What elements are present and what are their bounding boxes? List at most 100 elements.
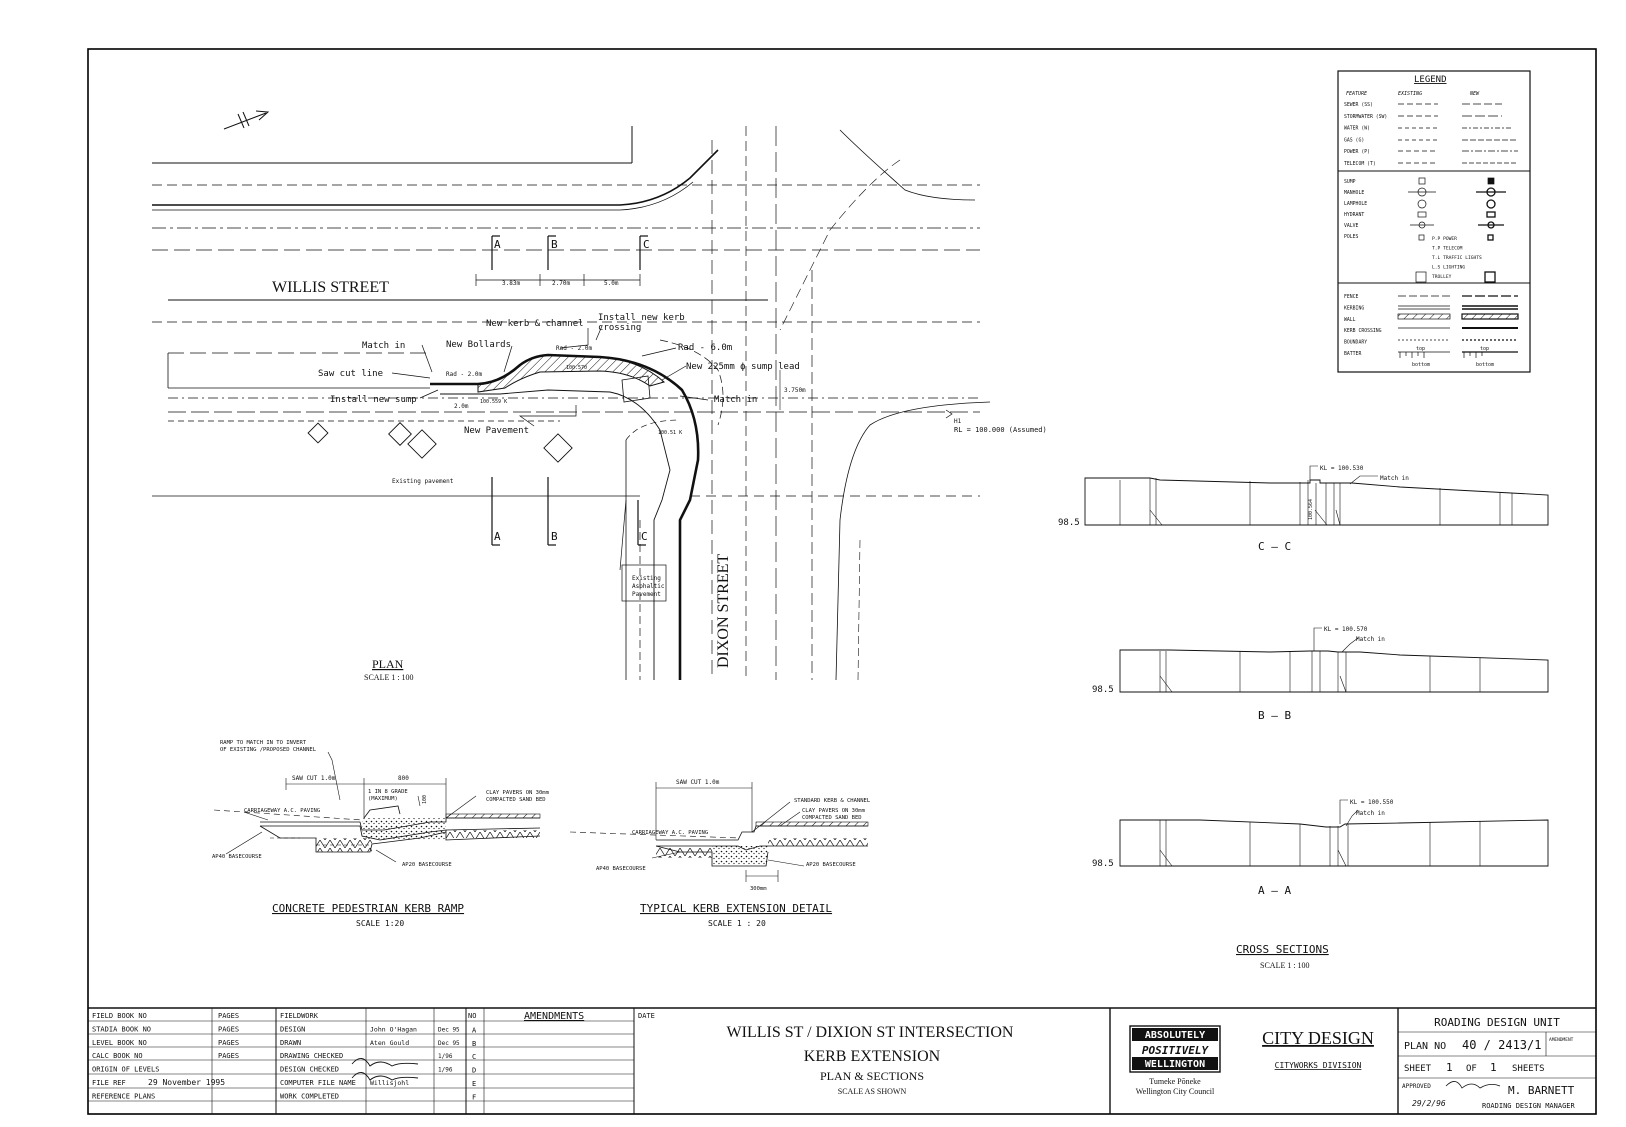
- level-100-559: 100.559 K: [480, 399, 507, 405]
- legend-pole-label: L.S LIGHTING: [1432, 265, 1465, 271]
- ramp-saw-cut: SAW CUT 1.0m: [292, 775, 336, 782]
- dim-2-0: 2.0m: [454, 403, 469, 410]
- legend-pole-label: TROLLEY: [1432, 274, 1452, 280]
- ramp-ap40: AP40 BASECOURSE: [212, 854, 262, 860]
- legend-col-feature: FEATURE: [1346, 91, 1367, 97]
- match-in-label: Match in: [362, 341, 405, 351]
- sheet-label: SHEET: [1404, 1064, 1432, 1074]
- approved-label: APPROVED: [1402, 1083, 1431, 1090]
- legend-line-label: WALL: [1344, 317, 1356, 323]
- saw-cut-label: Saw cut line: [318, 369, 383, 379]
- logo-positively: POSITIVELY: [1142, 1044, 1210, 1057]
- section-marker-b-top: B: [551, 238, 558, 251]
- ref-row-label: STADIA BOOK NO: [92, 1025, 151, 1033]
- legend-col-existing: EXISTING: [1398, 91, 1422, 97]
- section-marker-b-bottom: B: [551, 530, 558, 543]
- amend-row-letter: B: [472, 1040, 476, 1048]
- ramp-grade-2: (MAXIMUM): [368, 796, 398, 802]
- work-row-label: DRAWN: [280, 1039, 301, 1047]
- kerb-ap20: AP20 BASECOURSE: [806, 862, 856, 868]
- sheet-total: 1: [1490, 1061, 1497, 1074]
- ref-row-label: CALC BOOK NO: [92, 1052, 143, 1060]
- work-row-label: COMPUTER FILE NAME: [280, 1079, 356, 1087]
- kerb-saw-cut: SAW CUT 1.0m: [676, 779, 720, 786]
- section-aa-title: A — A: [1258, 884, 1291, 897]
- approved-date: 29/2/96: [1412, 1099, 1446, 1108]
- ramp-pavers-2: COMPACTED SAND BED: [486, 797, 546, 803]
- plan-title: PLAN: [372, 657, 404, 671]
- kerb-title: TYPICAL KERB EXTENSION DETAIL: [640, 902, 832, 915]
- manager-title: ROADING DESIGN MANAGER: [1482, 1102, 1576, 1110]
- kerb-standard: STANDARD KERB & CHANNEL: [794, 798, 871, 804]
- work-row-name: Aten Gould: [370, 1039, 409, 1047]
- legend-service-label: POWER (P): [1344, 149, 1370, 155]
- legend-line-label: FENCE: [1344, 294, 1359, 300]
- legend: [1337, 70, 1531, 373]
- amendments-header: AMENDMENTS: [524, 1011, 584, 1022]
- rad-2-label: Rad - 2.0m: [556, 345, 593, 352]
- drawing-title-3: PLAN & SECTIONS: [820, 1069, 924, 1083]
- ref-row-pages: PAGES: [218, 1052, 239, 1060]
- legend-structure-label: SUMP: [1344, 179, 1356, 185]
- cross-sections: [1084, 465, 1549, 867]
- legend-batter-bottom-new: bottom: [1476, 362, 1494, 368]
- legend-structure-label: LAMPHOLE: [1344, 201, 1367, 207]
- kerb-scale: SCALE 1 : 20: [708, 919, 766, 928]
- amend-row-letter: C: [472, 1053, 476, 1061]
- north-arrow-icon: [223, 110, 270, 130]
- roading-unit-label: ROADING DESIGN UNIT: [1434, 1016, 1560, 1029]
- existing-asphaltic-label-2: Asphaltic: [632, 583, 665, 590]
- benchmark-id: H1: [954, 418, 962, 425]
- legend-service-label: GAS (G): [1344, 137, 1364, 143]
- section-marker-c-bottom: C: [641, 530, 648, 543]
- amend-row-letter: A: [472, 1026, 477, 1034]
- rad-6-label: Rad - 6.0m: [678, 343, 732, 353]
- kerb-ap40: AP40 BASECOURSE: [596, 866, 646, 872]
- work-row-date: Dec 95: [438, 1026, 460, 1033]
- legend-service-label: WATER (W): [1344, 126, 1370, 132]
- dixon-street-label: DIXON STREET: [715, 554, 732, 668]
- section-bb-kl: KL = 100.570: [1324, 626, 1368, 633]
- sheet-number: 1: [1446, 1061, 1453, 1074]
- rl-benchmark-label: RL = 100.000 (Assumed): [954, 426, 1047, 434]
- legend-line-label: BATTER: [1344, 351, 1361, 357]
- work-row-label: DESIGN: [280, 1025, 305, 1033]
- ramp-pavers-1: CLAY PAVERS ON 30mm: [486, 790, 550, 796]
- section-aa-kl: KL = 100.550: [1350, 799, 1394, 806]
- legend-structure-label: HYDRANT: [1344, 212, 1364, 218]
- plan-view: [152, 110, 991, 681]
- kerb-detail: [569, 782, 869, 882]
- legend-pole-label: T.L TRAFFIC LIGHTS: [1432, 255, 1482, 261]
- legend-line-label: KERB CROSSING: [1344, 328, 1382, 334]
- section-bb-level: 98.5: [1092, 685, 1114, 695]
- kerb-pavers-2: COMPACTED SAND BED: [802, 815, 862, 821]
- existing-asphaltic-label: Existing: [632, 575, 661, 582]
- legend-service-label: TELECOM (T): [1344, 161, 1376, 167]
- section-aa-match: Match in: [1356, 810, 1385, 817]
- work-row-name: John O'Hagan: [370, 1025, 417, 1033]
- city-design-label: CITY DESIGN: [1262, 1028, 1374, 1048]
- legend-col-new: NEW: [1469, 91, 1480, 97]
- dim-5-0: 5.0m: [604, 280, 619, 287]
- legend-batter-top: top: [1416, 346, 1425, 352]
- work-row-label: DESIGN CHECKED: [280, 1066, 339, 1074]
- work-row-label: WORK COMPLETED: [280, 1092, 339, 1100]
- plan-scale: SCALE 1 : 100: [364, 673, 414, 682]
- section-cc-level: 98.5: [1058, 518, 1080, 528]
- existing-asphaltic-label-3: Pavement: [632, 591, 661, 598]
- ref-row-label: REFERENCE PLANS: [92, 1092, 155, 1100]
- section-cc-dim: 100.564: [1308, 499, 1314, 520]
- council-name: Wellington City Council: [1136, 1087, 1215, 1096]
- kerb-extension: [430, 353, 700, 680]
- dim-3-83: 3.83m: [502, 280, 520, 287]
- drawing-title-2: KERB EXTENSION: [804, 1048, 941, 1065]
- section-aa-level: 98.5: [1092, 859, 1114, 869]
- sheet-border: [87, 48, 1597, 1115]
- rad-2b-label: Rad - 2.0m: [446, 371, 483, 378]
- drawing-title-1: WILLIS ST / DIXION ST INTERSECTION: [727, 1024, 1014, 1041]
- section-cc-match: Match in: [1380, 475, 1409, 482]
- legend-service-label: STORMWATER (SW): [1344, 114, 1387, 120]
- ref-row-pages: 29 November 1995: [148, 1078, 225, 1087]
- ramp-ap20: AP20 BASECOURSE: [402, 862, 452, 868]
